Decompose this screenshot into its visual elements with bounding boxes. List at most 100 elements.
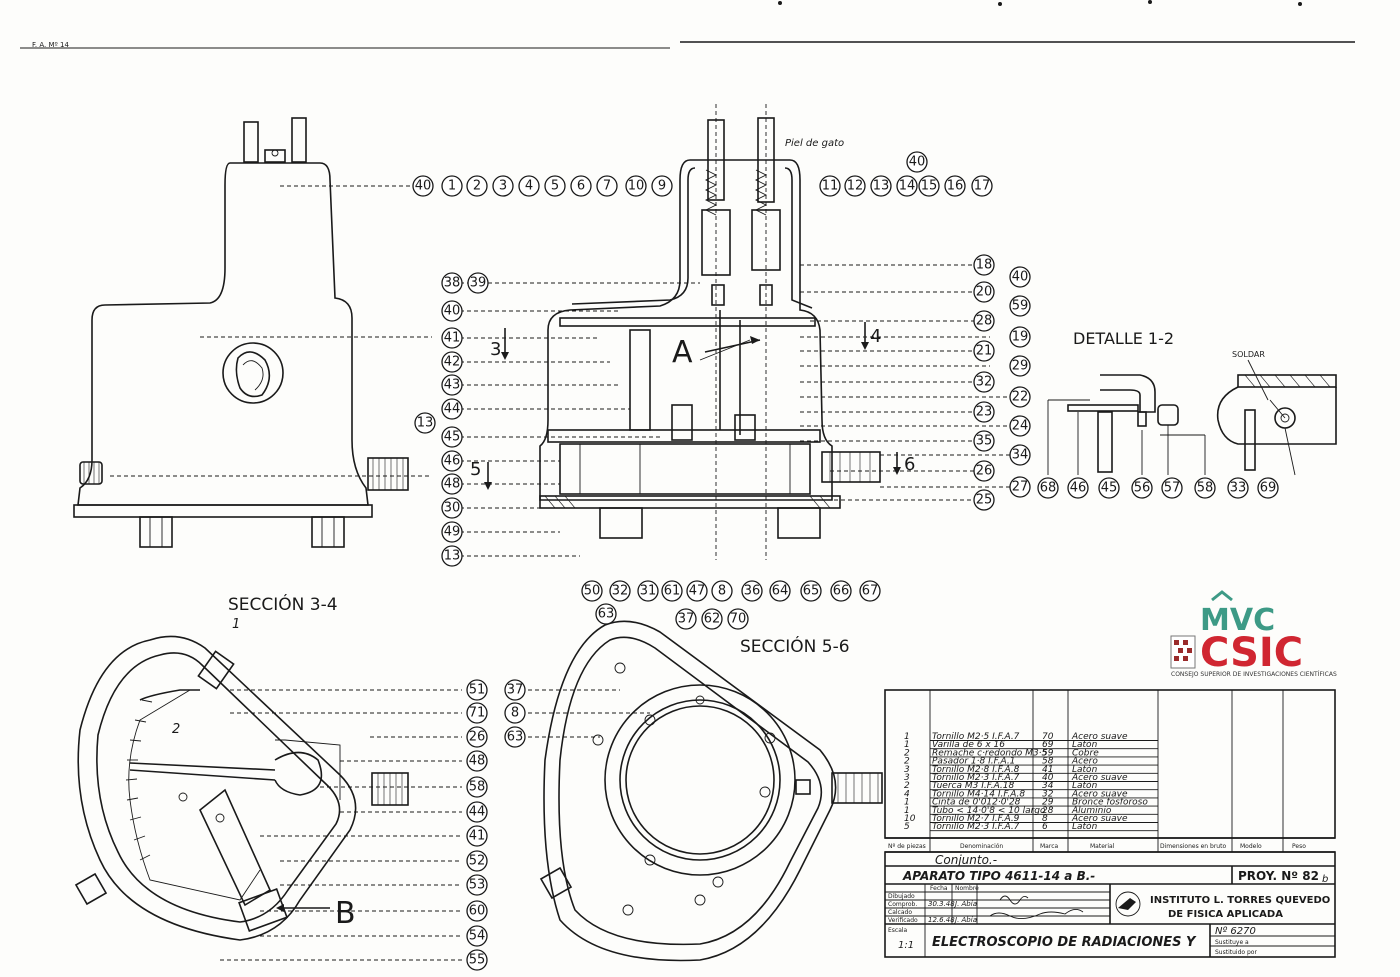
mvc-csic-logo: MVC CSIC CONSEJO SUPERIOR DE INVESTIGACI… bbox=[1170, 590, 1337, 678]
callout-bubble: 60 bbox=[466, 900, 488, 922]
table-cell: Cobre bbox=[1072, 748, 1099, 758]
callout-bubble: 49 bbox=[441, 521, 463, 543]
table-cell: 1 bbox=[904, 798, 910, 808]
callout-number: 31 bbox=[640, 584, 657, 599]
table-cell: 41 bbox=[1042, 765, 1053, 775]
name-2: J. Abia bbox=[953, 916, 977, 924]
table-cell: Nº de piezas bbox=[888, 843, 926, 850]
callout-bubble: 40 bbox=[412, 175, 434, 197]
callout-number: 63 bbox=[598, 607, 615, 622]
callout-bubble: 40 bbox=[1009, 266, 1031, 288]
table-cell: 70 bbox=[1042, 732, 1054, 742]
callout-number: 52 bbox=[469, 854, 486, 869]
callout-number: 35 bbox=[976, 434, 993, 449]
callout-bubble: 23 bbox=[973, 401, 995, 423]
callout-bubble: 70 bbox=[727, 608, 749, 630]
table-cell: 1 bbox=[904, 732, 910, 742]
callout-bubble: 8 bbox=[711, 580, 733, 602]
callout-number: 29 bbox=[1012, 359, 1029, 374]
callout-bubble: 64 bbox=[769, 580, 791, 602]
callout-bubble: 2 bbox=[466, 175, 488, 197]
callout-bubble: 11 bbox=[819, 175, 841, 197]
callout-bubble: 56 bbox=[1131, 477, 1153, 499]
callout-bubble: 53 bbox=[466, 874, 488, 896]
proy-suffix: b bbox=[1322, 874, 1328, 885]
callout-bubble: 36 bbox=[741, 580, 763, 602]
callout-bubble: 27 bbox=[1009, 476, 1031, 498]
table-cell: 29 bbox=[1042, 798, 1054, 808]
table-cell: Tornillo M2·8 I.F.A.8 bbox=[932, 765, 1020, 775]
callout-number: 63 bbox=[507, 730, 524, 745]
callout-bubble: 12 bbox=[844, 175, 866, 197]
callout-number: 4 bbox=[525, 179, 533, 194]
table-cell: Aluminio bbox=[1071, 806, 1112, 816]
sheet-code: F. A. Mº 14 bbox=[32, 41, 69, 49]
table-cell: Tornillo M2·7 I.F.A.9 bbox=[932, 814, 1020, 824]
marker-6: 6 bbox=[904, 454, 915, 475]
callout-number: 47 bbox=[689, 584, 706, 599]
table-cell: 40 bbox=[1042, 773, 1054, 783]
table-cell: 59 bbox=[1042, 748, 1054, 758]
callout-number: 53 bbox=[469, 878, 486, 893]
table-cell: Tornillo M2·3 I.F.A.7 bbox=[932, 773, 1020, 783]
table-cell: 58 bbox=[1042, 757, 1054, 767]
callout-number: 70 bbox=[730, 612, 747, 627]
sustituido-label: Sustituido por bbox=[1215, 949, 1257, 956]
callout-bubble: 29 bbox=[1009, 355, 1031, 377]
callout-number: 6 bbox=[577, 179, 585, 194]
callout-bubble: 19 bbox=[1009, 326, 1031, 348]
callout-bubble: 9 bbox=[651, 175, 673, 197]
logo-csic: CSIC bbox=[1200, 630, 1303, 676]
conjunto-label: Conjunto.- bbox=[935, 853, 997, 867]
callout-bubble: 13 bbox=[441, 545, 463, 567]
callout-bubble: 22 bbox=[1009, 386, 1031, 408]
callout-number: 48 bbox=[469, 754, 486, 769]
callout-bubble: 37 bbox=[675, 608, 697, 630]
table-cell: Marca bbox=[1040, 843, 1058, 850]
table-cell: 32 bbox=[1042, 789, 1054, 799]
callout-bubble: 59 bbox=[1009, 295, 1031, 317]
callout-number: 5 bbox=[551, 179, 559, 194]
callout-number: 41 bbox=[444, 331, 461, 346]
callout-bubble: 14 bbox=[896, 175, 918, 197]
table-cell: Modelo bbox=[1240, 843, 1262, 850]
table-cell: Latón bbox=[1072, 821, 1098, 832]
table-cell: Bronce fosforoso bbox=[1072, 798, 1148, 808]
callout-number: 58 bbox=[469, 780, 486, 795]
callout-bubble: 35 bbox=[973, 430, 995, 452]
callout-number: 26 bbox=[469, 730, 486, 745]
table-cell: Acero suave bbox=[1071, 773, 1128, 783]
table-cell: Denominación bbox=[960, 843, 1003, 850]
callout-bubble: 48 bbox=[441, 473, 463, 495]
callout-number: 37 bbox=[507, 683, 524, 698]
callout-number: 41 bbox=[469, 829, 486, 844]
table-cell: Dimensiones en bruto bbox=[1160, 843, 1226, 850]
callout-bubble: 40 bbox=[441, 300, 463, 322]
callout-number: 57 bbox=[1164, 481, 1181, 496]
callout-number: 49 bbox=[444, 525, 461, 540]
callout-number: 24 bbox=[1012, 419, 1029, 434]
callout-bubble: 8 bbox=[504, 702, 526, 724]
table-cell: Tuerca M3 I.F.A.18 bbox=[932, 781, 1015, 791]
section-34-title: SECCIÓN 3-4 bbox=[228, 593, 338, 615]
callout-number: 40 bbox=[1012, 270, 1029, 285]
callout-number: 44 bbox=[469, 805, 486, 820]
callout-bubble: 55 bbox=[466, 949, 488, 971]
date-2: 12.6.48 bbox=[928, 916, 955, 924]
callout-number: 17 bbox=[974, 179, 991, 194]
callout-bubble: 58 bbox=[1194, 477, 1216, 499]
section-34-view: SECCIÓN 3-4 B 1 2 bbox=[74, 593, 462, 961]
callout-bubble: 58 bbox=[466, 776, 488, 798]
callout-number: 14 bbox=[899, 179, 916, 194]
table-cell: 4 bbox=[904, 789, 910, 799]
callout-number: 66 bbox=[833, 584, 850, 599]
callout-number: 30 bbox=[444, 501, 461, 516]
callout-bubble: 16 bbox=[944, 175, 966, 197]
